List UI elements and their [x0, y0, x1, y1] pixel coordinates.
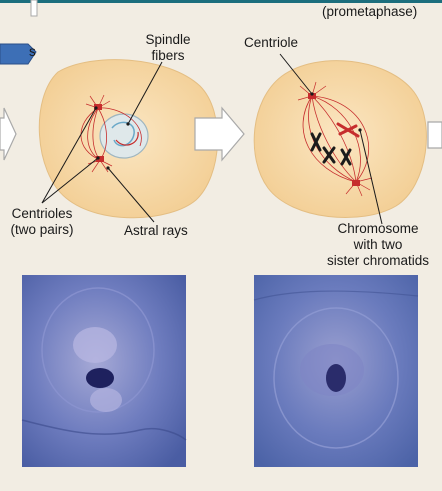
arrow-left-partial: [0, 107, 17, 161]
dot: [96, 156, 100, 160]
top-bar: [0, 0, 442, 3]
centriole-label: Centriole: [244, 35, 299, 50]
spindle-fibers-label-line2: fibers: [151, 48, 185, 63]
stage-label: (prometaphase): [322, 4, 418, 19]
chromosome-label-line1: Chromosome: [337, 221, 419, 236]
spindle-fibers-label-line1: Spindle: [145, 32, 191, 47]
centriole-top: [94, 104, 102, 110]
dot: [94, 106, 98, 110]
spindle-fibers-label: Spindle fibers: [134, 32, 202, 64]
centriole-top-2: [308, 93, 316, 99]
dot: [126, 122, 130, 126]
arrow-right-partial: [427, 121, 442, 149]
centrioles-label-line1: Centrioles: [11, 206, 73, 221]
micrograph-prophase: [21, 275, 187, 467]
dot: [106, 166, 110, 170]
dot: [310, 92, 314, 96]
centrioles-label: Centrioles (two pairs): [4, 206, 80, 238]
leader-lines-cell1: [41, 61, 163, 223]
centrioles-label-line2: (two pairs): [10, 222, 74, 237]
centriole-bottom: [96, 156, 104, 162]
tag-shape: [0, 43, 37, 65]
cell-prometaphase: [253, 60, 427, 219]
leader-lines-cell2: [279, 53, 383, 225]
chromatin-blue: [111, 121, 135, 147]
nucleus: [99, 113, 149, 159]
chromatin-red: [115, 131, 139, 146]
chromosome-label-line2: with two: [353, 237, 403, 252]
arrow-next: [194, 106, 245, 162]
chromosome-label-line3: sister chromatids: [326, 253, 430, 268]
micrograph-prometaphase: [253, 275, 419, 467]
tag-text: s: [29, 44, 36, 59]
chromosome-red: [336, 122, 360, 138]
astral-rays-label: Astral rays: [124, 223, 188, 238]
arrow-stub-top: [30, 0, 38, 17]
chromosome-label: Chromosome with two sister chromatids: [316, 221, 440, 269]
chromosomes-black: [310, 132, 352, 166]
centriole-bottom-2: [352, 180, 360, 186]
dot: [358, 128, 362, 132]
